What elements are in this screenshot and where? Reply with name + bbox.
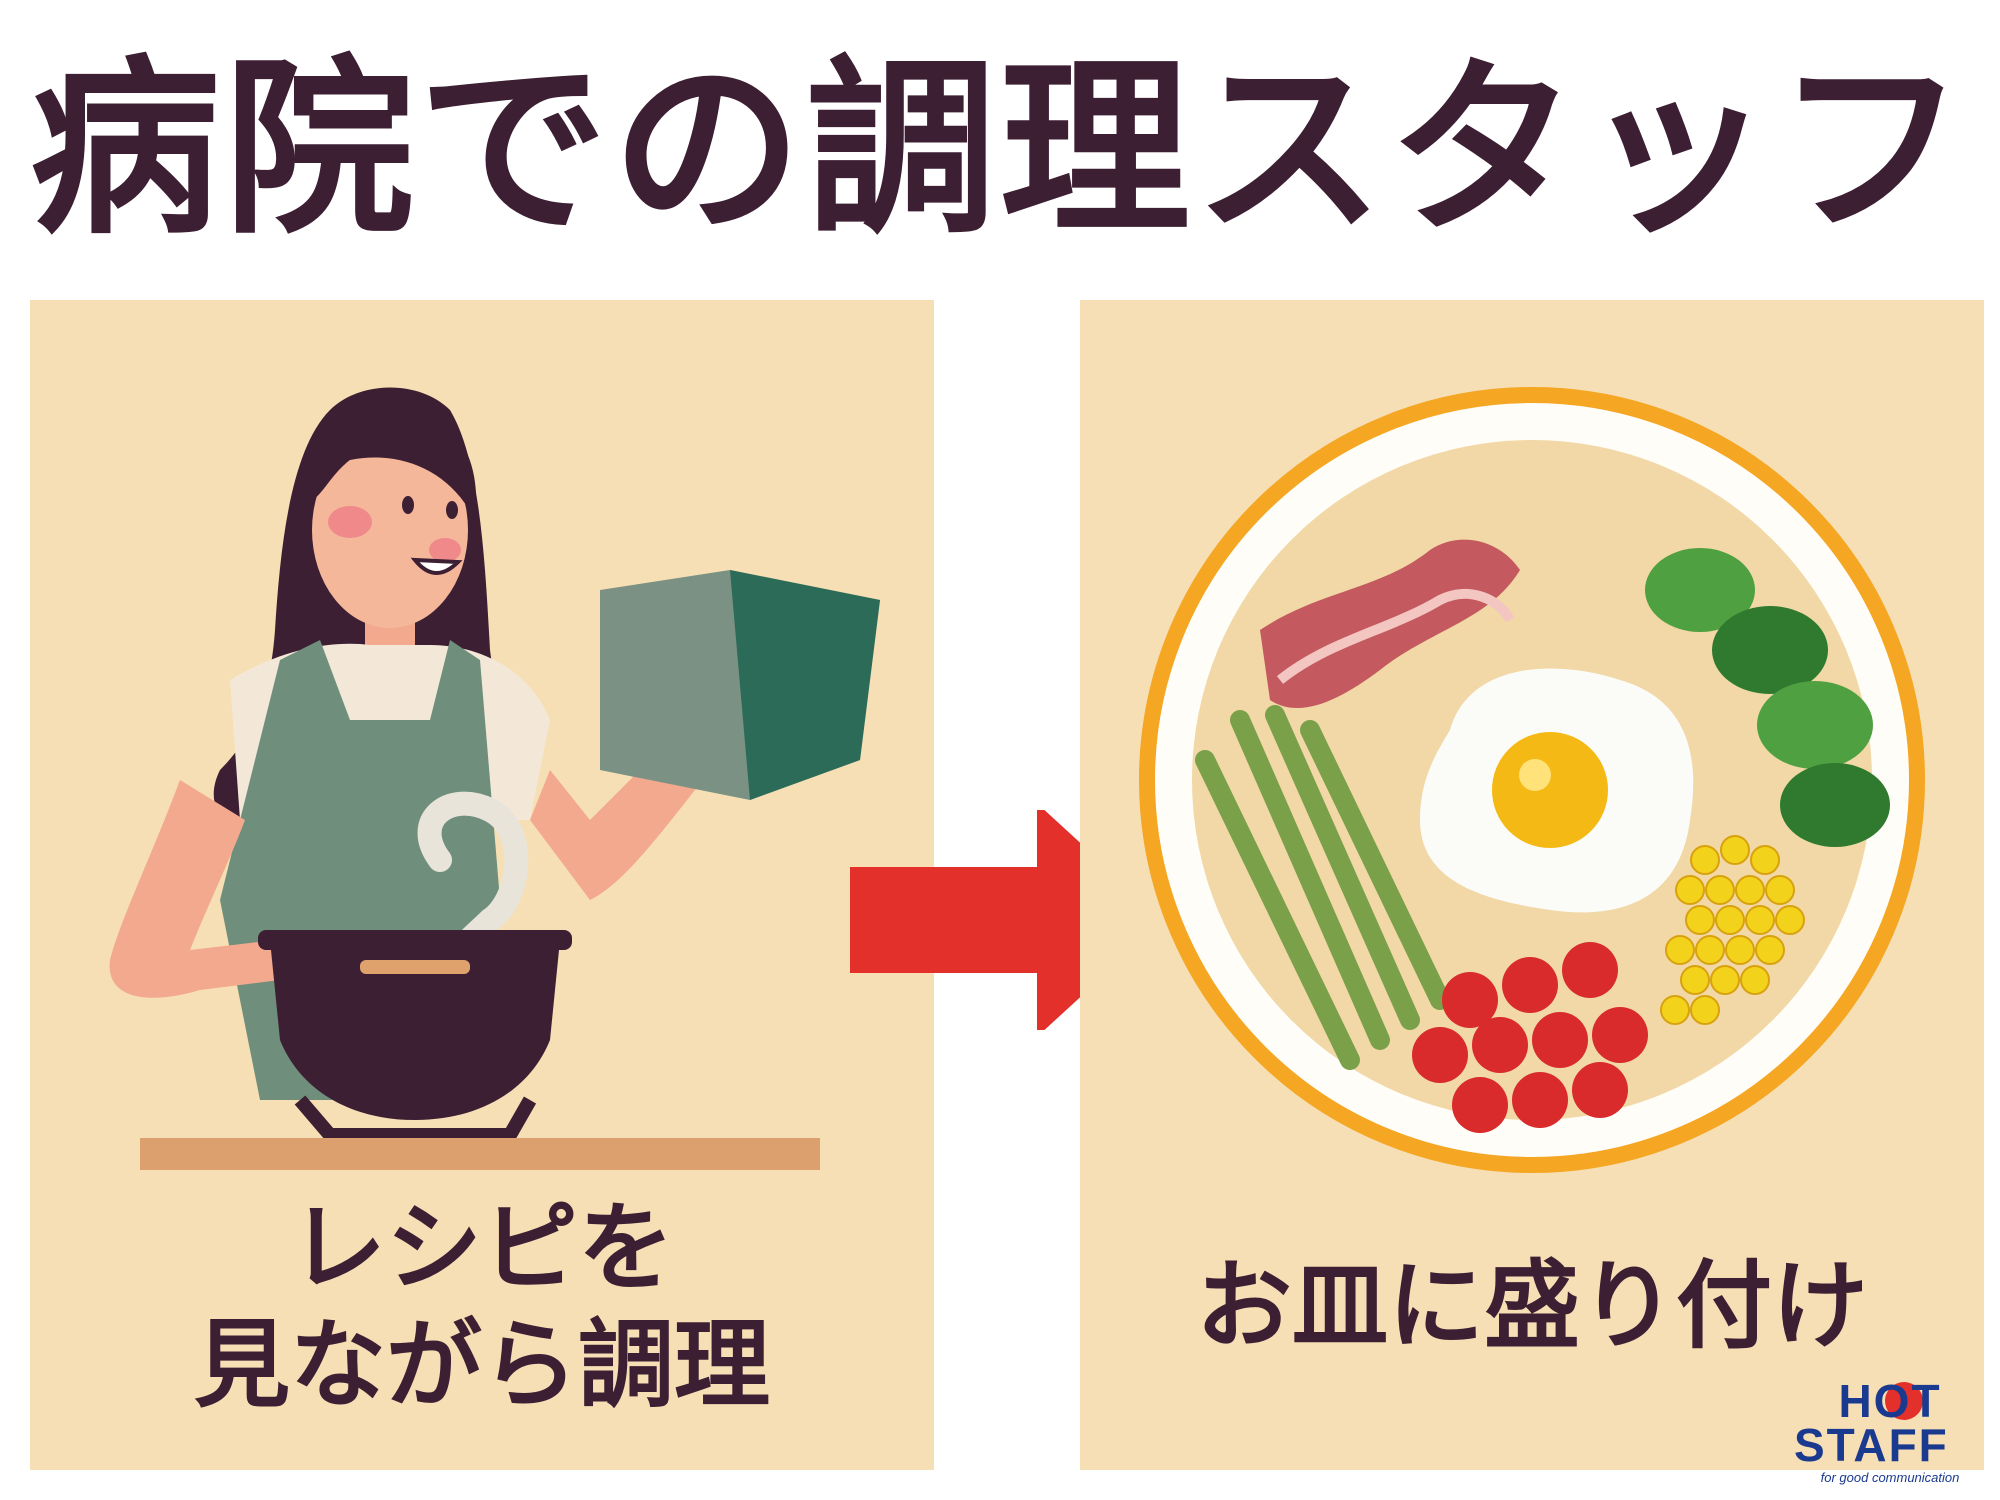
pot-handle <box>360 960 470 974</box>
asparagus <box>1195 705 1450 1070</box>
left-arm <box>109 780 281 998</box>
logo-dot-icon <box>1885 1382 1923 1420</box>
logo-line-1: HOT <box>1838 1375 1942 1427</box>
page-title: 病院での調理スタッフ <box>29 39 1970 260</box>
eye <box>446 501 458 519</box>
cherry-tomatoes <box>1412 942 1648 1133</box>
spinach-leaf <box>1645 548 1755 632</box>
stove-stand <box>294 1095 537 1142</box>
recipe-book-cover <box>730 570 880 800</box>
spinach-leaf <box>1757 681 1873 769</box>
eye <box>402 496 414 514</box>
bacon-fat <box>1276 588 1515 684</box>
spinach-leaf <box>1780 763 1890 847</box>
logo-tagline: for good communication <box>1820 1470 1960 1485</box>
cooking-caption: レシピを 見ながら調理 <box>30 1190 934 1424</box>
yolk-highlight <box>1519 759 1551 791</box>
caption-line-2: 見ながら調理 <box>194 1309 770 1422</box>
hair-front <box>310 410 477 520</box>
spinach-leaf <box>1712 606 1828 694</box>
logo-line-2: STAFF <box>1794 1419 1949 1471</box>
cheek <box>429 538 461 562</box>
egg-yolk <box>1492 732 1608 848</box>
plate-illustration <box>1139 387 1925 1173</box>
caption-line-1: レシピを <box>290 1192 674 1304</box>
counter <box>140 1138 820 1170</box>
woman-cooking-illustration <box>109 387 880 1170</box>
cheek <box>328 506 372 538</box>
smile <box>410 557 463 575</box>
hot-staff-logo: HOT STAFF for good communication <box>1790 1378 1990 1488</box>
cooking-pot <box>270 940 560 1120</box>
cooking-panel: レシピを 見ながら調理 <box>30 300 934 1470</box>
face <box>312 432 468 628</box>
plating-caption: お皿に盛り付け <box>1196 1250 1868 1362</box>
pot-rim <box>258 930 572 950</box>
corn <box>1660 835 1805 1025</box>
plating-panel: お皿に盛り付け <box>1080 300 1984 1470</box>
